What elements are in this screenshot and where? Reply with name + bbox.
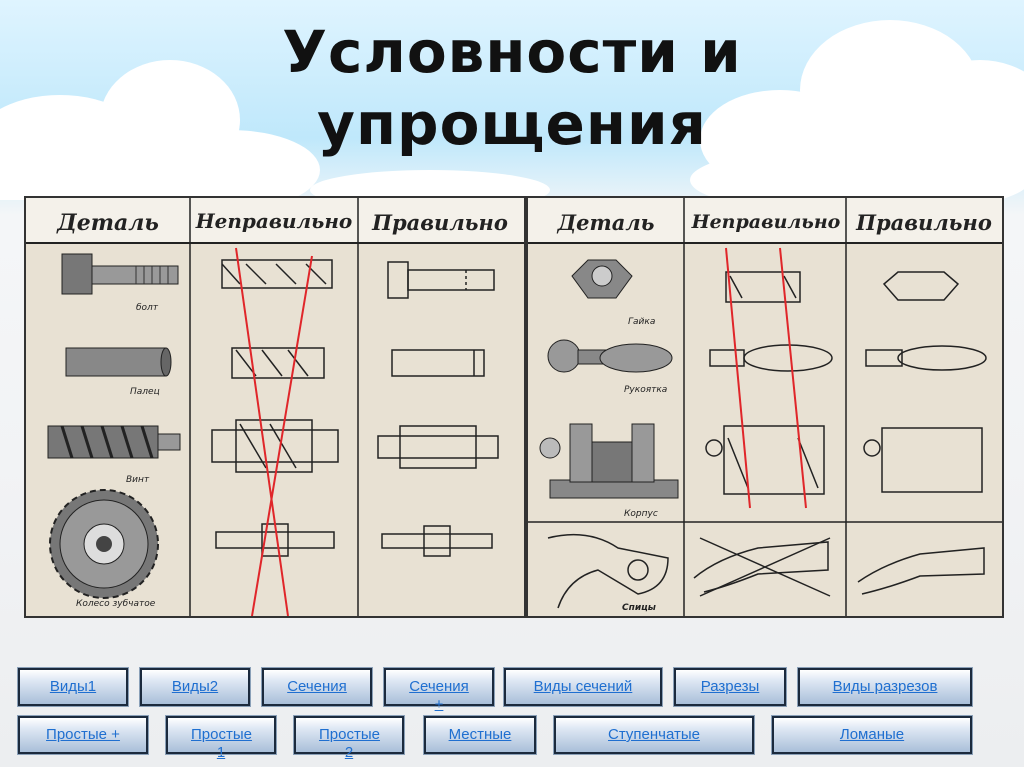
cloud-background [0, 20, 1024, 200]
nav-button-sections[interactable]: Сечения [261, 667, 373, 707]
housing-label: Корпус [624, 509, 658, 519]
nav-button-section-types[interactable]: Виды сечений [503, 667, 663, 707]
nav-button-views2[interactable]: Виды2 [139, 667, 251, 707]
handle-image [547, 339, 673, 373]
nav-button-cuts[interactable]: Разрезы [673, 667, 787, 707]
pin-image [65, 347, 172, 377]
screw-label: Винт [126, 475, 150, 485]
page-title: Условности и упрощения [0, 16, 1024, 160]
spokes-image [547, 533, 669, 609]
left-header-detail: Деталь [56, 210, 159, 236]
nav-button-sections-plus[interactable]: Сечения + [383, 667, 495, 713]
wrong-drawings-left [211, 259, 339, 557]
nav-button-local[interactable]: Местные [423, 715, 537, 755]
housing-image [539, 423, 679, 499]
right-header-right: Правильно [855, 210, 992, 235]
pin-label: Палец [130, 387, 160, 397]
correct-drawings-right [857, 271, 987, 595]
handle-label: Рукоятка [624, 385, 667, 395]
title-line-2: упрощения [317, 90, 707, 158]
correct-drawings-left [377, 261, 499, 557]
nav-button-simple1[interactable]: Простые 1 [165, 715, 277, 761]
gear-image [49, 489, 159, 599]
right-header-wrong: Неправильно [691, 211, 841, 233]
nav-button-simple-plus[interactable]: Простые + [17, 715, 149, 755]
wrong-drawings-right [693, 271, 833, 593]
left-header-wrong: Неправильно [195, 209, 353, 233]
right-conventions-table: Деталь Неправильно Правильно Гайка Рукоя… [526, 196, 1004, 618]
bolt-image [61, 253, 179, 295]
nut-image [571, 259, 633, 299]
right-table-drawing: Деталь Неправильно Правильно Гайка Рукоя… [528, 198, 1002, 616]
error-mark-2 [251, 255, 313, 616]
title-line-1: Условности и [282, 18, 742, 86]
nut-label: Гайка [628, 317, 655, 327]
error-mark-3 [725, 247, 751, 509]
nav-button-simple2[interactable]: Простые 2 [293, 715, 405, 761]
nav-button-stepped[interactable]: Ступенчатые [553, 715, 755, 755]
error-mark-1 [235, 247, 289, 616]
left-header-right: Правильно [371, 210, 508, 235]
nav-button-cut-types[interactable]: Виды разрезов [797, 667, 973, 707]
right-header-detail: Деталь [556, 210, 654, 235]
left-table-drawing: Деталь Неправильно Правильно болт Палец … [26, 198, 524, 616]
gear-label: Колесо зубчатое [76, 599, 156, 609]
screw-image [47, 425, 181, 459]
nav-button-broken[interactable]: Ломаные [771, 715, 973, 755]
spokes-label: Спицы [622, 603, 656, 613]
left-conventions-table: Деталь Неправильно Правильно болт Палец … [24, 196, 526, 618]
nav-button-views1[interactable]: Виды1 [17, 667, 129, 707]
cross-mark-2 [699, 537, 831, 597]
bolt-label: болт [136, 303, 159, 313]
error-mark-4 [779, 247, 807, 509]
